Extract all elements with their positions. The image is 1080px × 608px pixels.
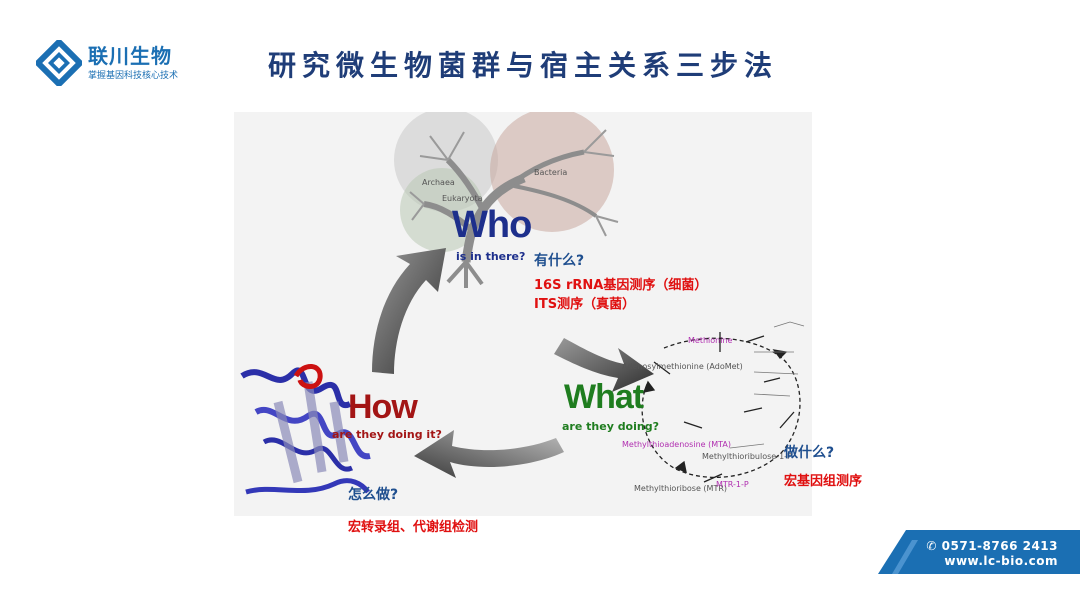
mtr-label: Methylthioribose (MTR) — [634, 484, 728, 493]
who-subheading: is in there? — [456, 250, 526, 263]
who-answer-its: ITS测序（真菌） — [534, 297, 636, 312]
logo-diamond-icon — [36, 40, 82, 86]
tree-of-life-illustration — [394, 112, 619, 288]
contact-website[interactable]: www.lc-bio.com — [944, 554, 1058, 568]
what-question: 做什么? — [784, 445, 835, 461]
methionine-pathway-diagram — [641, 321, 805, 483]
contact-phone: ✆ 0571-8766 2413 — [926, 539, 1058, 553]
contact-banner-shape — [878, 530, 1080, 574]
mtr1p-label: MTR-1-P — [716, 480, 749, 489]
how-question: 怎么做? — [348, 487, 399, 503]
what-heading: What — [564, 378, 644, 416]
how-subheading: are they doing it? — [332, 428, 442, 441]
company-logo: 联川生物 掌握基因科技核心技术 — [36, 38, 216, 88]
microbiome-cycle-figure: Archaea Bacteria Eukaryota Methionine Ad… — [234, 112, 812, 516]
what-answer: 宏基因组测序 — [784, 474, 863, 489]
eukaryota-label: Eukaryota — [442, 194, 483, 203]
who-answer-16s: 16S rRNA基因测序（细菌） — [534, 278, 708, 293]
adomet-label: Adenosylmethionine (AdoMet) — [622, 362, 743, 371]
brand-name: 联川生物 — [88, 44, 172, 68]
what-subheading: are they doing? — [562, 420, 659, 433]
mtru1p-label: Methylthioribulose-1-P — [702, 452, 792, 461]
methionine-label: Methionine — [688, 336, 733, 345]
page-title: 研究微生物菌群与宿主关系三步法 — [268, 49, 779, 82]
brand-tagline: 掌握基因科技核心技术 — [88, 71, 179, 81]
who-question: 有什么? — [534, 253, 585, 269]
figure-artwork — [240, 112, 805, 495]
arrow-who-to-what — [554, 338, 654, 392]
how-heading: How — [348, 388, 418, 426]
arrow-what-to-how — [414, 430, 564, 478]
protein-structure-illustration — [240, 364, 371, 495]
archaea-label: Archaea — [422, 178, 455, 187]
how-answer: 宏转录组、代谢组检测 — [348, 520, 479, 535]
who-heading: Who — [452, 204, 532, 246]
contact-banner: ✆ 0571-8766 2413 www.lc-bio.com — [878, 530, 1080, 574]
mta-label: Methylthioadenosine (MTA) — [622, 440, 731, 449]
bacteria-label: Bacteria — [534, 168, 568, 177]
arrow-how-to-who — [372, 248, 446, 374]
